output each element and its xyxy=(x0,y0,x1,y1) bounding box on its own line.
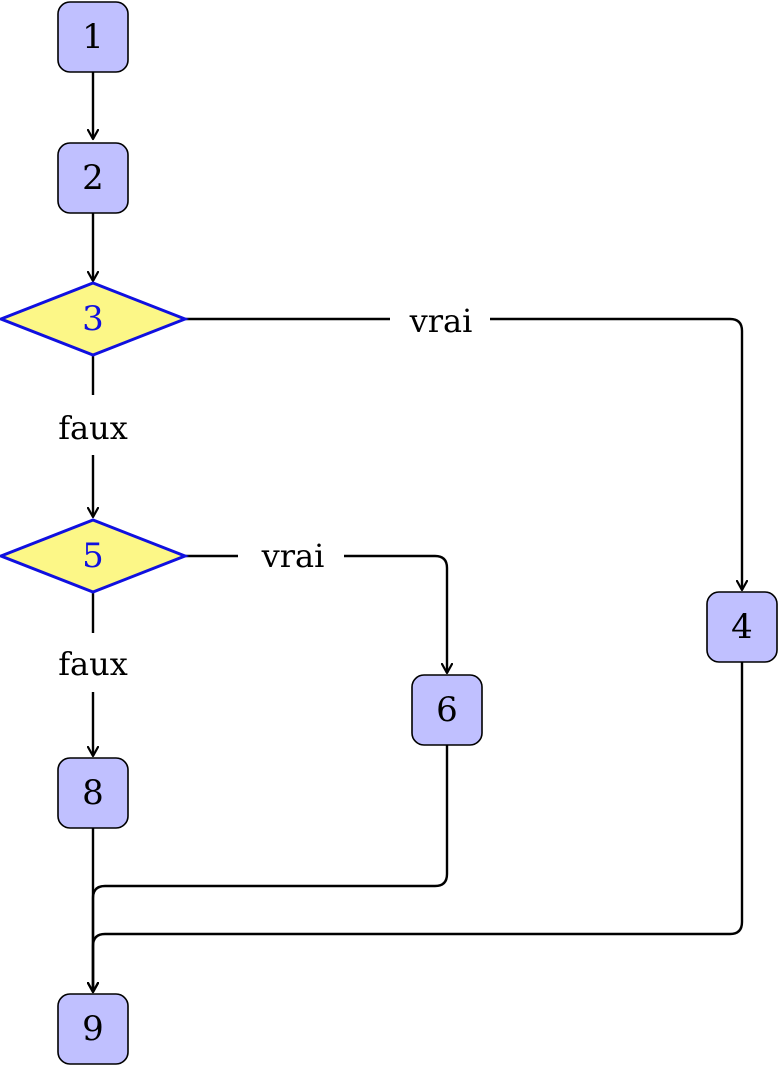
edge-line xyxy=(93,745,449,992)
edge-line xyxy=(93,662,744,992)
edge-6-to-9 xyxy=(93,745,449,992)
node-5: 5 xyxy=(0,518,190,594)
node-label: 6 xyxy=(436,690,458,730)
decision-diamond xyxy=(0,518,190,594)
process-box xyxy=(57,757,129,829)
edge-line xyxy=(185,317,742,590)
node-label: 3 xyxy=(82,299,104,339)
edge-5-to-8: faux xyxy=(58,592,128,756)
edge-4-to-9 xyxy=(93,662,744,992)
node-label: 2 xyxy=(82,158,104,198)
node-2: 2 xyxy=(57,142,129,214)
edge-3-to-4: vrai xyxy=(185,302,742,590)
node-label: 4 xyxy=(731,607,753,647)
process-box xyxy=(57,993,129,1065)
node-8: 8 xyxy=(57,757,129,829)
edge-label-vrai: vrai xyxy=(261,537,325,575)
node-6: 6 xyxy=(411,674,483,746)
node-9: 9 xyxy=(57,993,129,1065)
edge-line xyxy=(185,554,447,673)
node-1: 1 xyxy=(57,1,129,73)
node-label: 1 xyxy=(82,17,104,57)
process-box xyxy=(57,142,129,214)
process-box xyxy=(411,674,483,746)
node-label: 9 xyxy=(82,1009,104,1049)
decision-diamond xyxy=(0,281,190,357)
edge-3-to-5: faux xyxy=(58,355,128,517)
node-label: 5 xyxy=(82,536,104,576)
node-label: 8 xyxy=(82,773,104,813)
process-box xyxy=(57,1,129,73)
edge-label-faux: faux xyxy=(58,645,128,683)
node-4: 4 xyxy=(706,591,778,663)
edge-label-faux: faux xyxy=(58,409,128,447)
process-box xyxy=(706,591,778,663)
edge-label-vrai: vrai xyxy=(409,302,473,340)
node-3: 3 xyxy=(0,281,190,357)
edge-5-to-6: vrai xyxy=(185,537,447,673)
